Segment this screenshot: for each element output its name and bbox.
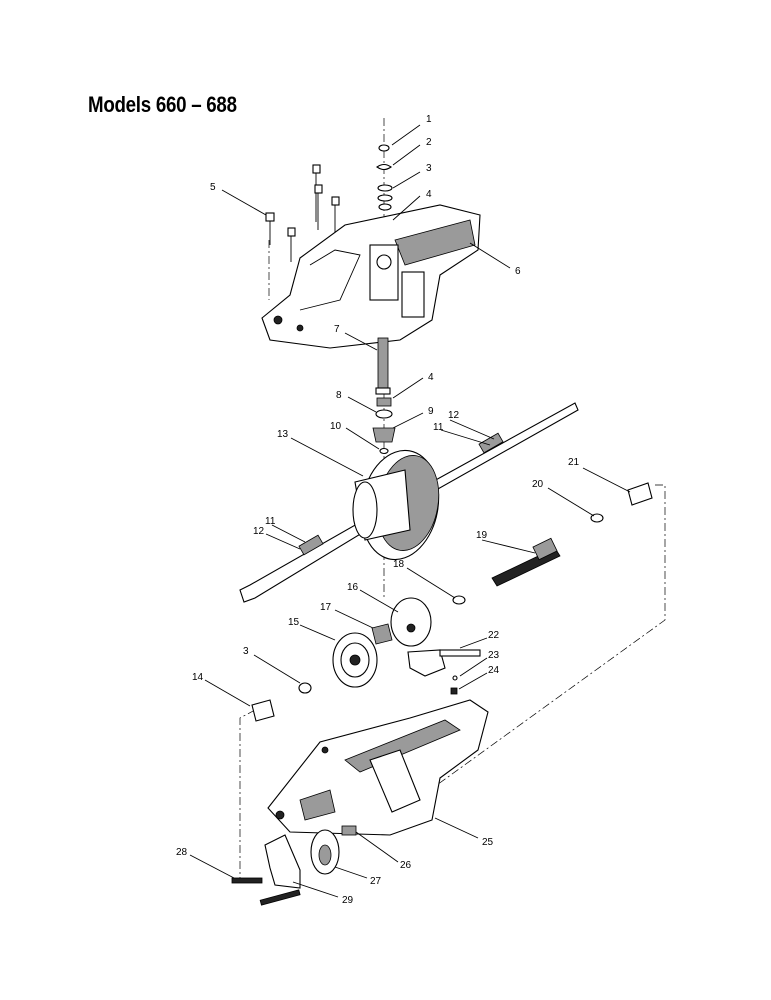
callout-4: 4 [426, 189, 432, 200]
callout-4b: 4 [428, 372, 434, 383]
shaft-collar [375, 387, 391, 395]
callout-12: 12 [448, 410, 460, 421]
callout-23: 23 [488, 650, 500, 661]
callout-labels: 1 2 3 4 5 6 7 4 8 9 10 11 12 13 21 20 11… [176, 114, 580, 906]
callout-27: 27 [370, 876, 382, 887]
retaining-ring [376, 163, 392, 171]
idler-hub [318, 844, 332, 866]
brake-rod [439, 649, 481, 657]
phantom-line-right [429, 484, 666, 791]
callout-6: 6 [515, 266, 521, 277]
brake-lever [407, 649, 446, 677]
callout-17: 17 [320, 602, 332, 613]
input-shaft [377, 337, 389, 391]
washer-3 [378, 203, 392, 211]
callout-2: 2 [426, 137, 432, 148]
pulley-hub [349, 654, 361, 666]
callout-13: 13 [277, 429, 289, 440]
spring [450, 687, 458, 695]
pinion-gear [532, 537, 558, 561]
upper-housing [261, 204, 481, 349]
callout-18: 18 [393, 559, 405, 570]
callout-26: 26 [400, 860, 412, 871]
washer-2 [377, 194, 393, 202]
bearing-lower [376, 397, 392, 407]
bolt-29 [259, 889, 301, 906]
o-ring [378, 144, 390, 152]
thrust-washer [375, 409, 393, 419]
callout-3b: 3 [243, 646, 249, 657]
snap-ring [379, 447, 389, 455]
callout-12b: 12 [253, 526, 265, 537]
callout-29: 29 [342, 895, 354, 906]
callout-3: 3 [426, 163, 432, 174]
callout-28: 28 [176, 847, 188, 858]
callout-7: 7 [334, 324, 340, 335]
callout-25: 25 [482, 837, 494, 848]
bushing-21 [627, 482, 653, 506]
callout-21: 21 [568, 457, 580, 468]
callout-22: 22 [488, 630, 500, 641]
callout-24: 24 [488, 665, 500, 676]
callout-9: 9 [428, 406, 434, 417]
shift-bracket [264, 834, 301, 889]
callout-8: 8 [336, 390, 342, 401]
hex-gear [371, 623, 393, 645]
bolt-28 [231, 877, 263, 884]
lower-housing [267, 699, 489, 836]
axle-assembly [239, 402, 579, 603]
washer [377, 184, 393, 192]
brake-disc [390, 597, 432, 647]
callout-19: 19 [476, 530, 488, 541]
callout-14: 14 [192, 672, 204, 683]
bushing-14 [251, 699, 275, 722]
phantom-line-left [239, 709, 256, 880]
callout-11: 11 [433, 422, 444, 433]
callout-10: 10 [330, 421, 342, 432]
callout-1: 1 [426, 114, 432, 125]
ball [452, 675, 458, 681]
brake-disc-hub [406, 623, 416, 633]
callout-11b: 11 [265, 516, 276, 527]
callout-20: 20 [532, 479, 544, 490]
callout-5: 5 [210, 182, 216, 193]
callout-16: 16 [347, 582, 359, 593]
page-title: Models 660 – 688 [88, 92, 237, 117]
bevel-pinion [372, 427, 396, 443]
washer-18 [452, 595, 466, 605]
callout-15: 15 [288, 617, 300, 628]
callout-leaders [189, 124, 631, 898]
key-26 [341, 825, 357, 836]
washer-3-lower [298, 682, 312, 694]
